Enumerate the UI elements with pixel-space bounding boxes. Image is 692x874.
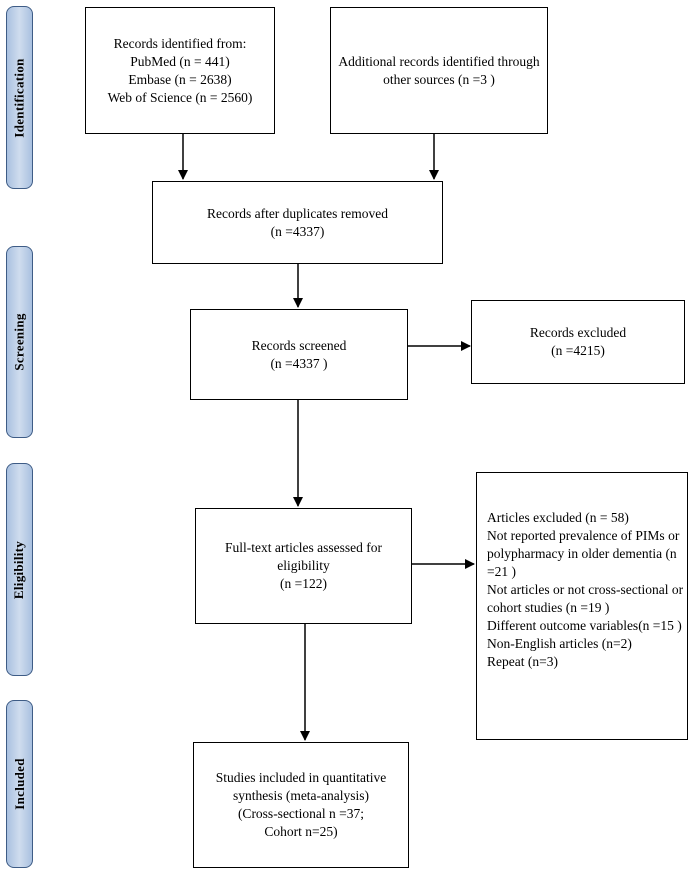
stage-identification: Identification — [6, 6, 33, 189]
articles-excluded-line: Non-English articles (n=2) — [487, 636, 632, 651]
articles-excluded-line: Articles excluded (n = 58) — [487, 510, 629, 525]
articles-excluded-box: Articles excluded (n = 58) Not reported … — [476, 472, 688, 740]
articles-excluded-line: Repeat (n=3) — [487, 654, 558, 669]
articles-excluded-line: Different outcome variables(n =15 ) — [487, 618, 682, 633]
duplicates-removed-box: Records after duplicates removed (n =433… — [152, 181, 443, 264]
full-text-assessed-box: Full-text articles assessed for eligibil… — [195, 508, 412, 624]
records-identified-line: Records identified from: — [113, 35, 247, 51]
articles-excluded-line: cohort studies (n =19 ) — [487, 600, 610, 615]
studies-included-line: Cohort n=25) — [264, 824, 338, 839]
records-screened-line: Records screened — [251, 337, 347, 353]
stage-screening: Screening — [6, 246, 33, 438]
full-text-assessed-line: eligibility — [277, 558, 330, 573]
duplicates-removed-line: (n =4337) — [270, 223, 325, 239]
records-excluded-box: Records excluded (n =4215) — [471, 300, 685, 384]
articles-excluded-line: Not reported prevalence of PIMs or — [487, 528, 680, 543]
studies-included-line: synthesis (meta-analysis) — [232, 788, 370, 803]
stage-eligibility: Eligibility — [6, 463, 33, 676]
articles-excluded-line: polypharmacy in older dementia (n — [487, 546, 677, 561]
additional-records-line: other sources (n =3 ) — [383, 71, 495, 87]
full-text-assessed-line: Full-text articles assessed for — [224, 540, 383, 555]
studies-included-box: Studies included in quantitative synthes… — [193, 742, 409, 868]
duplicates-removed-line: Records after duplicates removed — [206, 205, 389, 221]
studies-included-line: Studies included in quantitative — [215, 770, 387, 785]
records-identified-line: Embase (n = 2638) — [128, 71, 232, 87]
records-screened-box: Records screened (n =4337 ) — [190, 309, 408, 400]
additional-records-box: Additional records identified through ot… — [330, 7, 548, 134]
articles-excluded-line: Not articles or not cross-sectional or — [487, 582, 684, 597]
additional-records-line: Additional records identified through — [338, 53, 540, 69]
studies-included-line: (Cross-sectional n =37; — [237, 806, 365, 821]
records-identified-line: PubMed (n = 441) — [130, 53, 230, 69]
articles-excluded-line: =21 ) — [487, 564, 516, 579]
records-excluded-line: (n =4215) — [551, 343, 605, 358]
stage-included: Included — [6, 700, 33, 868]
full-text-assessed-line: (n =122) — [280, 576, 327, 591]
records-screened-line: (n =4337 ) — [270, 355, 328, 371]
records-excluded-line: Records excluded — [529, 325, 627, 340]
records-identified-line: Web of Science (n = 2560) — [107, 89, 253, 105]
records-identified-box: Records identified from: PubMed (n = 441… — [85, 7, 275, 134]
